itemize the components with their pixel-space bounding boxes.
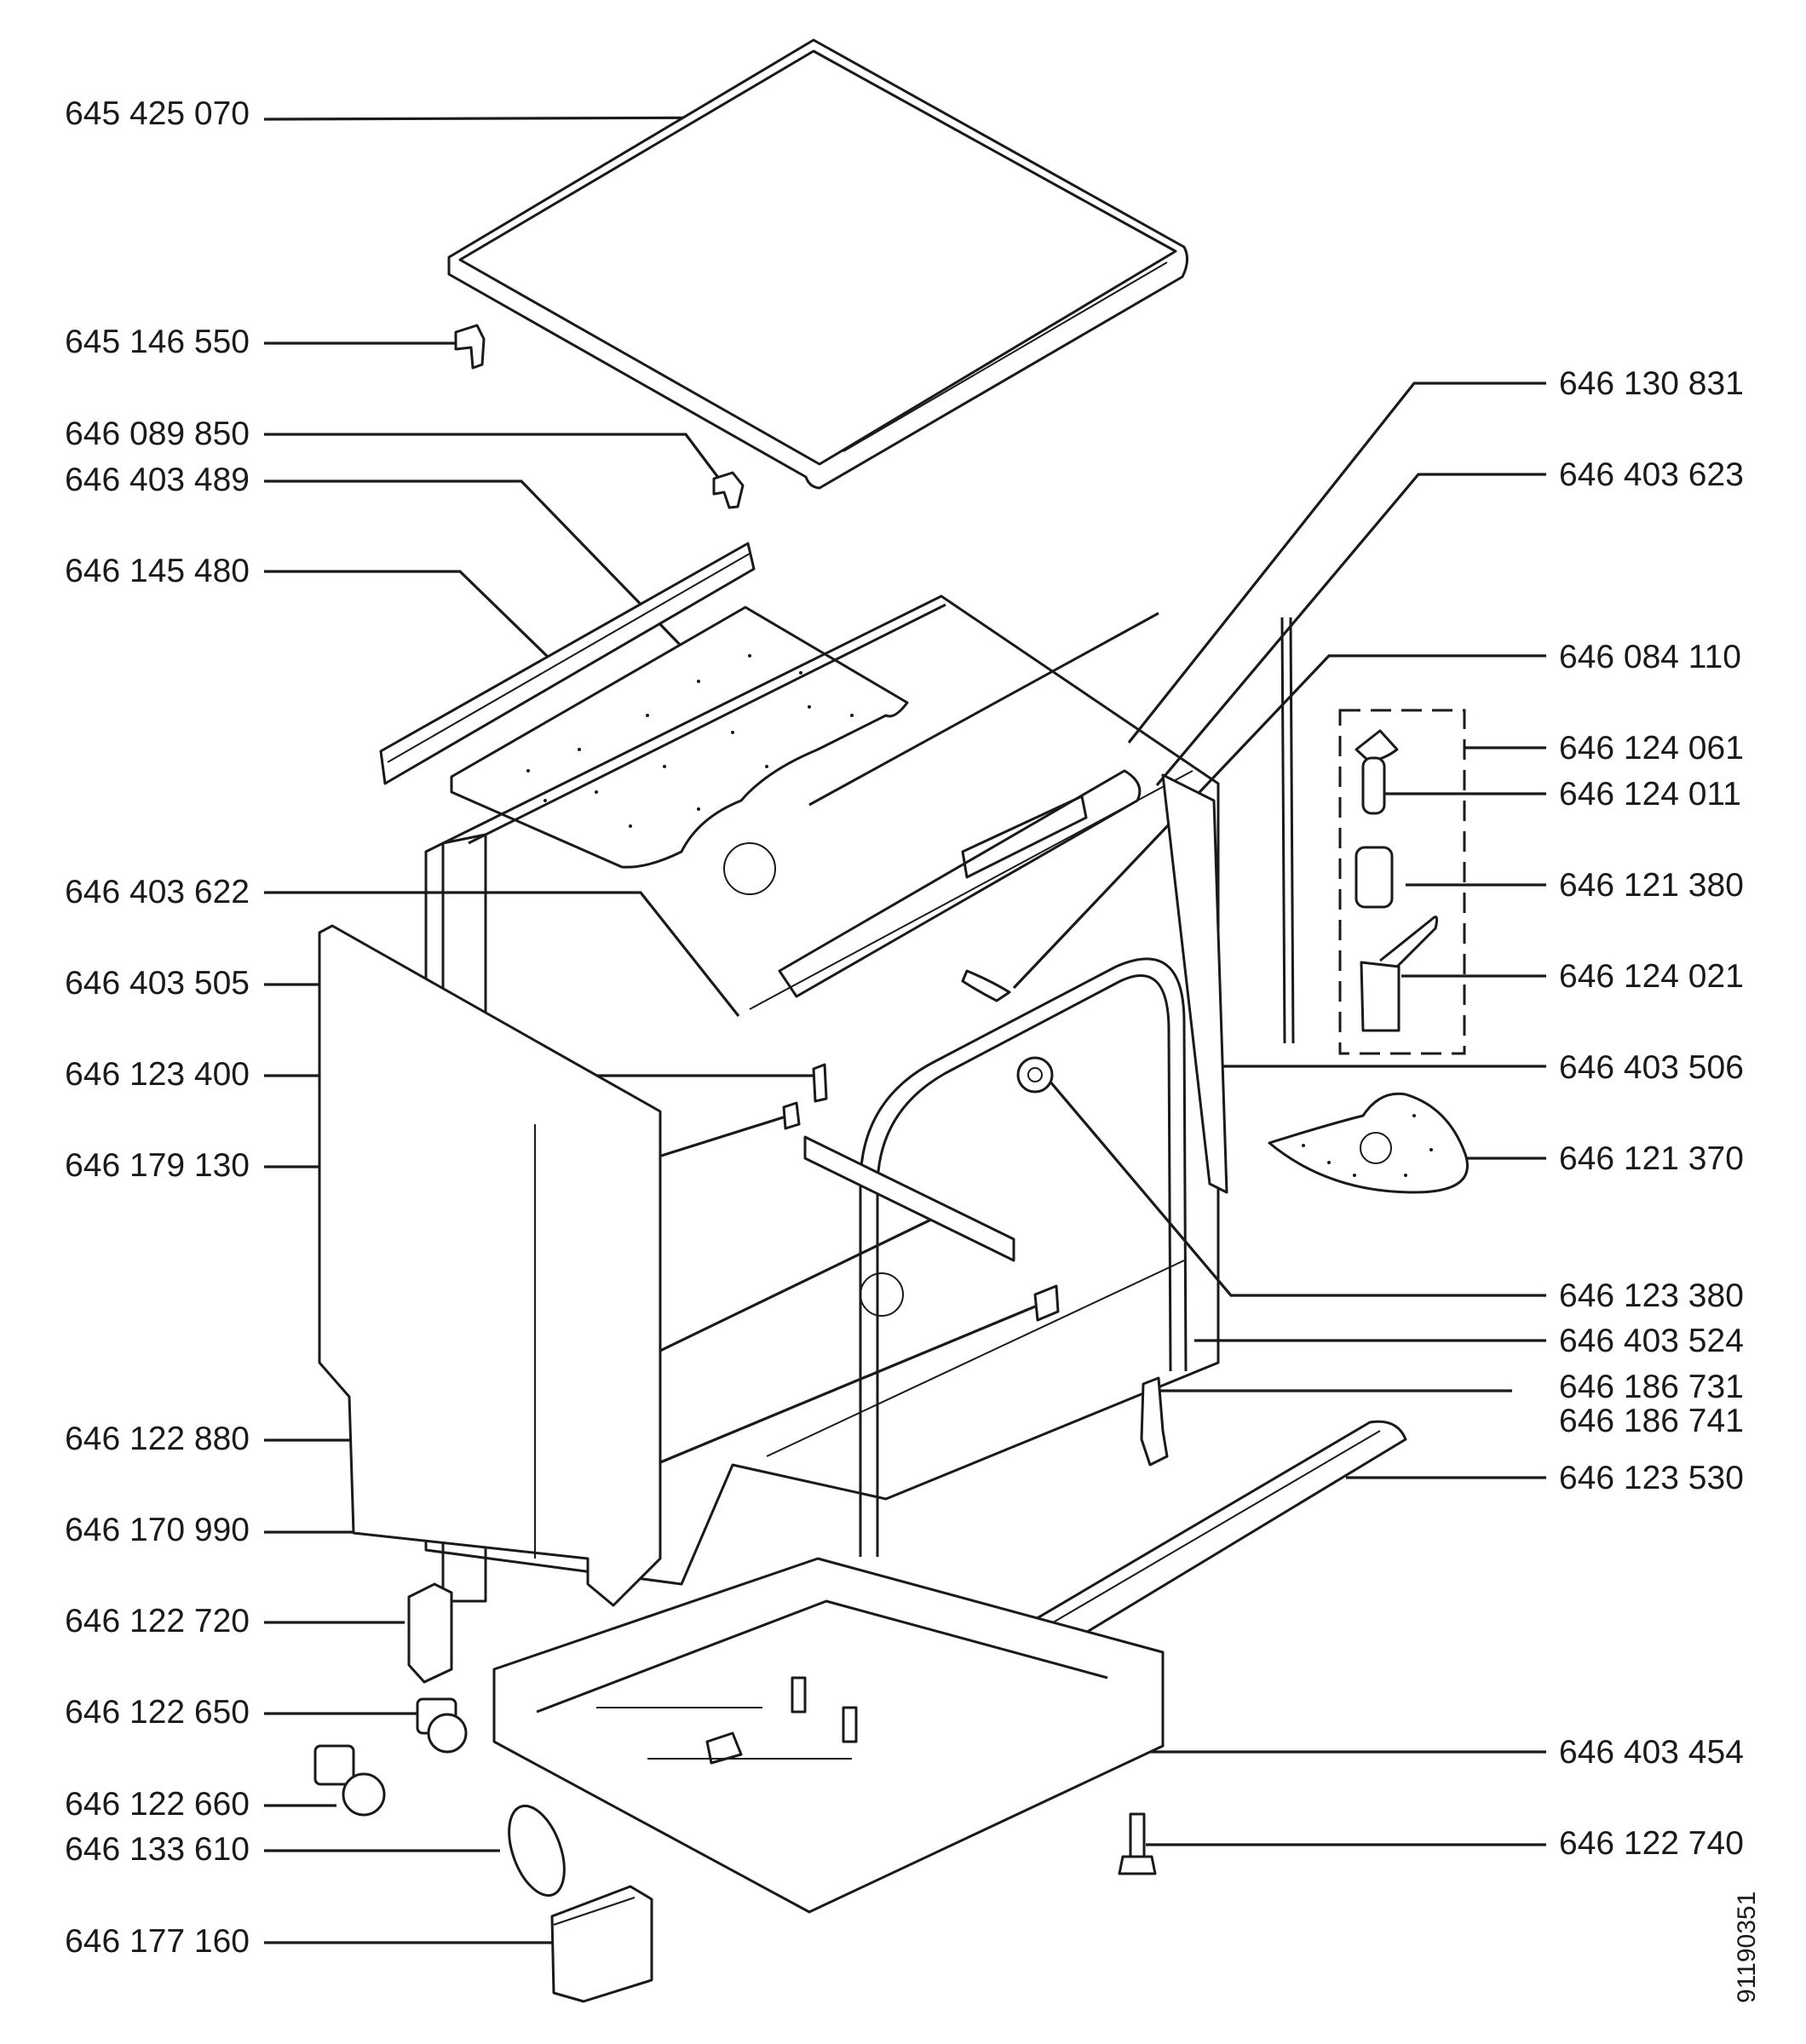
cross-rail-part [803,1135,1015,1262]
callout-label: 646 123 380 [1559,1278,1744,1314]
insulation-texture [526,654,854,828]
left-callout-labels: 645 425 070 645 146 550 646 089 850 646 … [65,95,250,1960]
bracket-a-part [812,1063,828,1103]
callout-label: 646 403 623 [1559,456,1744,493]
callout-label: 646 403 454 [1559,1734,1744,1771]
door-seal-part [859,957,1188,1557]
document-number: 91190351 [1733,1892,1761,2003]
callout-label: 646 403 489 [65,462,250,498]
callout-label: 646 403 505 [65,965,250,1002]
foot-bracket-part [407,1582,453,1684]
callout-label: 646 121 370 [1559,1140,1744,1177]
callout-label: 646 403 622 [65,874,250,910]
callout-label: 646 122 880 [65,1421,250,1457]
callout-label: 646 089 850 [65,416,250,452]
support-part [1033,1284,1060,1322]
callout-label: 646 177 160 [65,1923,250,1960]
hose-clip-part [961,969,1011,1002]
cover-box-part [550,1885,653,2003]
callout-label: 645 146 550 [65,324,250,360]
callout-label: 646 130 831 [1559,365,1744,402]
clip-b-part [712,471,745,509]
callout-label: 646 179 130 [65,1147,250,1184]
bracket-b-part [782,1101,801,1130]
callout-label: 646 084 110 [1559,639,1741,675]
sump-filter-part [1268,1092,1469,1194]
leader-lines [263,116,1546,1944]
hinge-part [1140,1376,1169,1467]
nozzle-part [1016,1056,1054,1094]
valve-part [416,1697,468,1754]
tub-opening-icon [723,842,776,895]
callout-label: 646 133 610 [65,1831,250,1868]
callout-label: 646 122 660 [65,1786,250,1823]
callout-label: 646 123 400 [65,1056,250,1093]
base-tray-part [492,1557,1165,1914]
callout-label: 646 403 524 [1559,1323,1744,1359]
worktop-part [447,38,1188,490]
foot-screw-part [1118,1812,1157,1875]
callout-label: 646 403 506 [1559,1049,1744,1086]
callout-label: 645 425 070 [65,95,250,132]
filter-assembly-group [1338,709,1466,1055]
callout-label: 646 123 530 [1559,1460,1744,1496]
callout-label: 646 145 480 [65,553,250,589]
callout-label: 646 170 990 [65,1512,250,1548]
valve-b-part [313,1744,386,1817]
gasket-part [508,1804,566,1898]
callout-label: 646 124 011 [1559,776,1741,812]
rear-rod-part [1280,617,1286,1044]
callout-label: 646 186 741 [1559,1403,1744,1439]
side-rail-part [999,1420,1407,1662]
top-rod-part [808,611,1159,807]
callout-label: 646 122 740 [1559,1825,1744,1862]
right-strip-part [1161,773,1228,1194]
callout-label: 646 124 061 [1559,730,1744,766]
callout-label: 646 122 720 [65,1603,250,1639]
clip-a-part [454,324,486,370]
callout-label: 646 122 650 [65,1694,250,1731]
callout-label: 646 124 021 [1559,958,1744,995]
callout-label: 646 186 731 [1559,1369,1744,1405]
callout-label: 646 121 380 [1559,867,1744,904]
right-callout-labels: 646 130 831 646 403 623 646 084 110 646 … [1559,365,1744,1862]
top-rail-part [379,542,756,785]
side-panel-part [318,924,662,1607]
